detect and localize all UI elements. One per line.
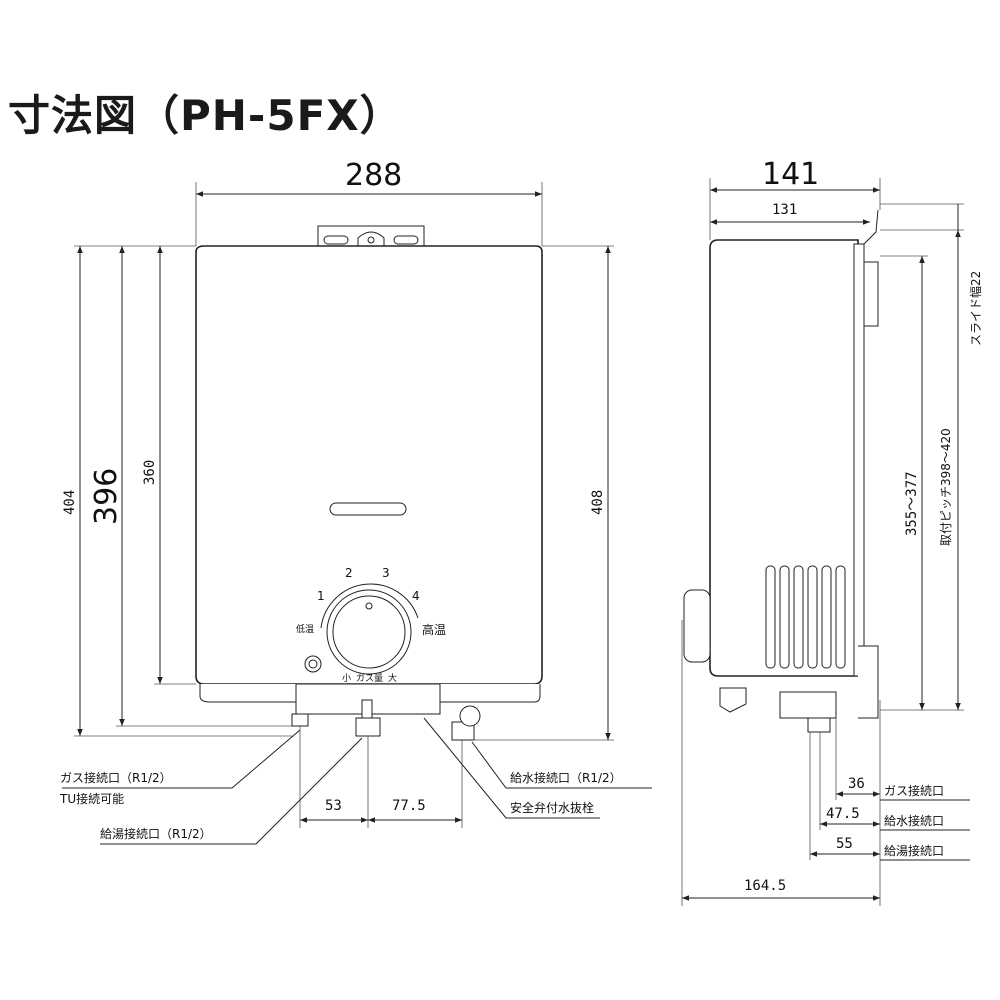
safety-valve (459, 705, 481, 727)
label-water-supply-connection: 給水接続口（R1/2） (510, 770, 622, 785)
mounting-bracket (317, 225, 425, 246)
heater-body-front (195, 245, 543, 685)
dim-53: 53 (325, 798, 342, 814)
dim-width-288: 288 (345, 158, 402, 193)
view-window (329, 502, 407, 516)
dim-360: 360 (142, 460, 158, 485)
dim-slide-width: スライド幅22 (968, 271, 983, 346)
page-title: 寸法図（PH-5FX） (8, 91, 403, 140)
dial-low-label: 低温 (296, 623, 314, 635)
front-view: 1 2 3 4 低温 高温 小 ガス量 大 288 404 396 (59, 158, 652, 845)
gas-connector (291, 713, 309, 727)
dial-number-3: 3 (382, 566, 390, 580)
side-vents (765, 565, 846, 669)
dim-47-5: 47.5 (826, 806, 860, 822)
label-safety-valve: 安全弁付水抜栓 (510, 800, 594, 815)
dim-408: 408 (590, 490, 606, 515)
dim-depth-131: 131 (772, 202, 797, 218)
dim-396: 396 (89, 468, 124, 525)
label-gas-connection: ガス接続口（R1/2） (60, 770, 172, 785)
gas-volume-label: ガス量 (356, 673, 383, 684)
heater-body-side (709, 239, 859, 677)
side-dial-knob (683, 589, 711, 663)
side-view: 141 131 スライド幅22 355～377 取付ピッチ398～420 36 … (681, 157, 983, 906)
dial-high-label: 高温 (422, 622, 446, 637)
dim-404: 404 (62, 490, 78, 515)
dim-164-5: 164.5 (744, 878, 786, 894)
side-label-hot: 給湯接続口 (884, 843, 944, 858)
label-hot-water-connection: 給湯接続口（R1/2） (100, 826, 212, 841)
dim-77-5: 77.5 (392, 798, 426, 814)
gas-large-label: 大 (388, 672, 397, 684)
dim-55: 55 (836, 836, 853, 852)
dial-number-4: 4 (412, 589, 420, 603)
dim-36: 36 (848, 776, 865, 792)
side-label-water: 給水接続口 (884, 813, 944, 828)
label-tu-compatible: TU接続可能 (59, 791, 124, 806)
hot-water-connector (355, 717, 381, 737)
temperature-dial (320, 583, 419, 675)
side-label-gas: ガス接続口 (884, 783, 944, 798)
gas-small-label: 小 (342, 673, 351, 684)
dial-number-1: 1 (317, 589, 325, 603)
dim-mount-pitch: 取付ピッチ398～420 (939, 428, 953, 546)
dial-number-2: 2 (345, 566, 353, 580)
dim-pitch-range: 355～377 (904, 471, 920, 536)
dim-depth-141: 141 (762, 157, 819, 192)
